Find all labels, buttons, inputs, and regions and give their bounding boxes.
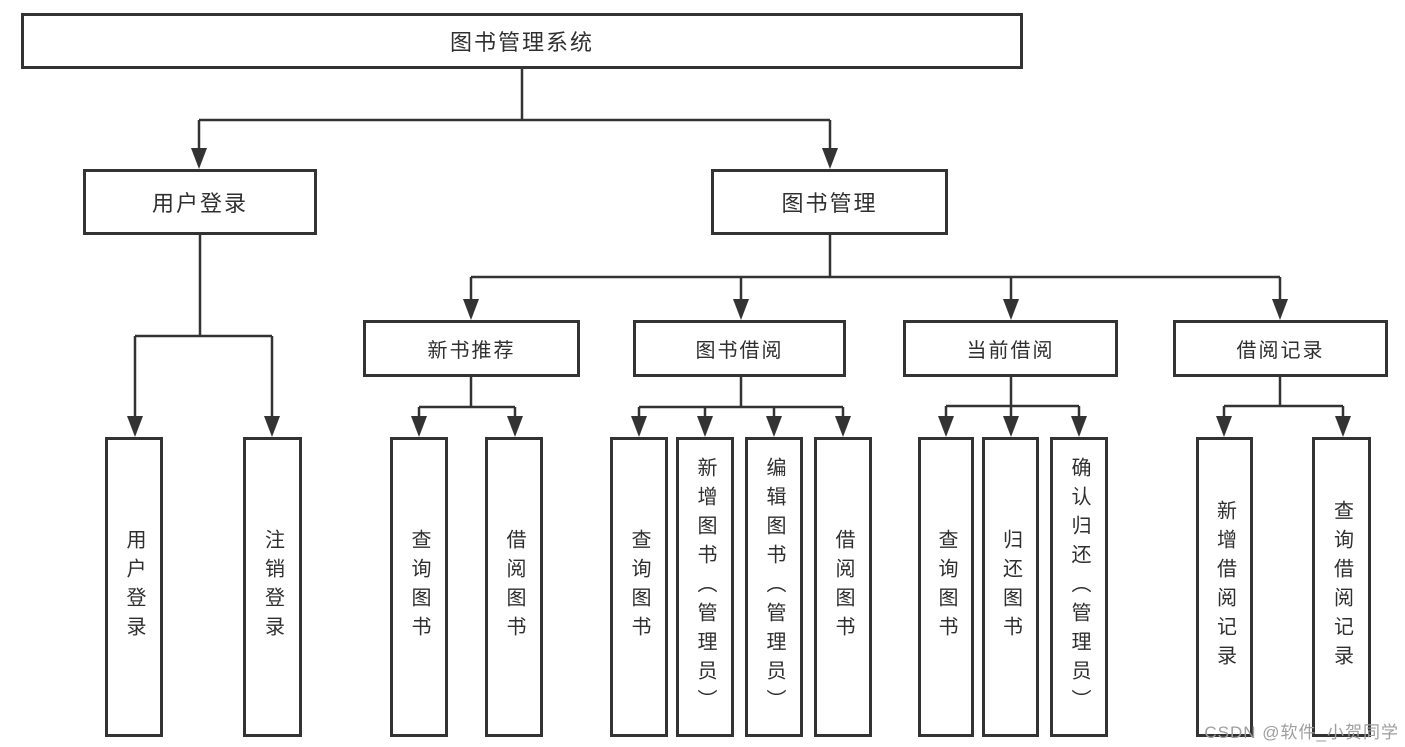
node-user-login: 用户登录 [83,169,317,235]
leaf-query-borrow-record-label: 查询借阅记录 [1330,500,1353,674]
leaf-query-books-borrowing-label: 查询图书 [628,529,650,645]
node-borrow-records-label: 借阅记录 [1236,340,1325,362]
node-user-login-label: 用户登录 [151,191,248,216]
node-current-borrowing: 当前借阅 [903,320,1118,377]
node-root-system: 图书管理系统 [21,13,1023,69]
connector-borrow-records-to-leaves [1216,377,1351,437]
leaf-edit-book-admin: 编辑图书（管理员） [745,437,803,737]
leaf-return-books: 归还图书 [982,437,1039,737]
leaf-logout: 注销登录 [243,437,302,737]
node-book-management: 图书管理 [711,169,948,235]
node-book-management-label: 图书管理 [781,191,878,216]
leaf-add-book-admin: 新增图书（管理员） [676,437,734,737]
leaf-borrow-books: 借阅图书 [814,437,872,737]
leaf-borrow-books-recommend: 借阅图书 [485,437,543,737]
connector-book-borrowing-to-leaves [631,377,851,437]
leaf-query-books-borrowing: 查询图书 [610,437,668,737]
leaf-logout-label: 注销登录 [261,529,284,645]
node-new-book-recommend-label: 新书推荐 [427,340,516,362]
node-book-borrowing-label: 图书借阅 [695,340,784,362]
leaf-borrow-books-recommend-label: 借阅图书 [503,529,525,645]
node-book-borrowing: 图书借阅 [633,320,846,377]
leaf-add-borrow-record-label: 新增借阅记录 [1213,500,1236,674]
leaf-edit-book-admin-label: 编辑图书（管理员） [763,456,785,718]
connector-current-borrowing-to-leaves [938,377,1087,437]
connector-root-to-level2 [191,67,838,169]
leaf-confirm-return-admin-label: 确认归还（管理员） [1068,456,1090,718]
connector-new-book-recommend-to-leaves [411,377,523,437]
leaf-add-borrow-record: 新增借阅记录 [1196,437,1253,737]
leaf-query-books-current-label: 查询图书 [935,529,957,645]
leaf-query-books-recommend-label: 查询图书 [408,529,430,645]
leaf-query-borrow-record: 查询借阅记录 [1312,437,1371,737]
node-borrow-records: 借阅记录 [1173,320,1388,377]
leaf-borrow-books-label: 借阅图书 [832,529,854,645]
node-root-label: 图书管理系统 [449,30,594,55]
leaf-return-books-label: 归还图书 [999,529,1022,645]
leaf-user-login: 用户登录 [105,437,163,737]
node-current-borrowing-label: 当前借阅 [966,340,1055,362]
watermark: CSDN @软件_小贺同学 [1204,723,1399,742]
leaf-confirm-return-admin: 确认归还（管理员） [1050,437,1108,737]
leaf-add-book-admin-label: 新增图书（管理员） [694,456,716,718]
leaf-query-books-current: 查询图书 [918,437,974,737]
connector-user-login-to-leaves [127,235,280,437]
connector-book-management-to-level3 [463,235,1288,320]
leaf-query-books-recommend: 查询图书 [390,437,448,737]
leaf-user-login-label: 用户登录 [123,529,145,645]
node-new-book-recommend: 新书推荐 [363,320,580,377]
